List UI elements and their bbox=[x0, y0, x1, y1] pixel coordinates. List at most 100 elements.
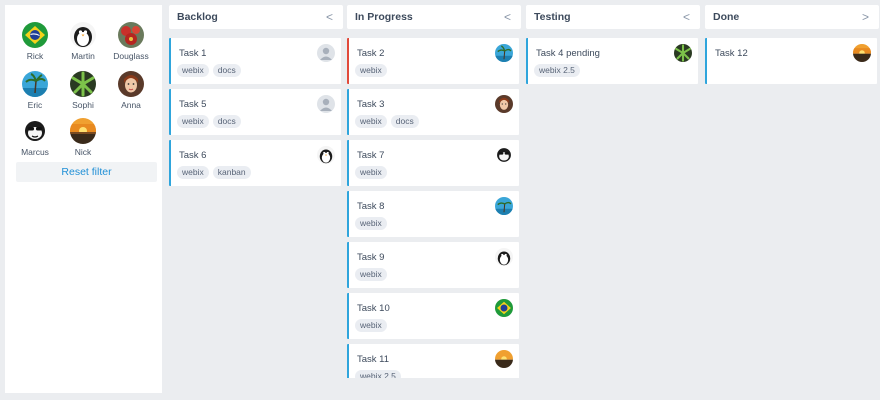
column-title: Backlog bbox=[177, 11, 218, 23]
column-title: In Progress bbox=[355, 11, 413, 23]
task-card[interactable]: Task 7 webix bbox=[347, 140, 519, 186]
user-name: Rick bbox=[26, 51, 44, 61]
task-title: Task 8 bbox=[357, 201, 385, 212]
user-nick[interactable]: Nick bbox=[57, 118, 109, 157]
user-filter-panel: Rick Martin Douglass Eric Sophi bbox=[5, 5, 162, 393]
task-title: Task 4 pending bbox=[536, 48, 600, 59]
column-testing: Testing < Task 4 pending webix 2.5 bbox=[526, 5, 700, 84]
penguin-avatar-icon bbox=[317, 146, 335, 164]
tag: webix 2.5 bbox=[534, 64, 580, 77]
tag: kanban bbox=[212, 166, 251, 179]
sunset-avatar-icon bbox=[853, 44, 871, 62]
user-martin[interactable]: Martin bbox=[57, 22, 109, 61]
palm-beach-avatar-icon bbox=[495, 197, 513, 215]
task-title: Task 7 bbox=[357, 150, 385, 161]
task-card[interactable]: Task 9 webix bbox=[347, 242, 519, 288]
column-header[interactable]: In Progress < bbox=[347, 5, 521, 29]
task-title: Task 10 bbox=[357, 303, 390, 314]
user-eric[interactable]: Eric bbox=[9, 71, 61, 110]
woman-portrait-avatar-icon bbox=[118, 71, 144, 97]
reset-filter-button[interactable]: Reset filter bbox=[16, 162, 157, 182]
tag-list: webix docs bbox=[177, 64, 241, 77]
task-card[interactable]: Task 5 webix docs bbox=[169, 89, 341, 135]
brazil-flag-avatar-icon bbox=[495, 299, 513, 317]
tag: docs bbox=[212, 64, 241, 77]
task-title: Task 9 bbox=[357, 252, 385, 263]
penguin-avatar-icon bbox=[495, 248, 513, 266]
task-title: Task 11 bbox=[357, 354, 390, 365]
task-card[interactable]: Task 11 webix 2.5 bbox=[347, 344, 519, 378]
column-body: Task 2 webix Task 3 webix docs Task 7 bbox=[347, 33, 521, 378]
column-header[interactable]: Backlog < bbox=[169, 5, 343, 29]
task-title: Task 6 bbox=[179, 150, 207, 161]
red-flowers-avatar-icon bbox=[118, 22, 144, 48]
column-header[interactable]: Done > bbox=[705, 5, 879, 29]
user-name: Marcus bbox=[21, 147, 49, 157]
tag-list: webix kanban bbox=[177, 166, 251, 179]
task-title: Task 2 bbox=[357, 48, 385, 59]
column-backlog: Backlog < Task 1 webix docs Task 5 webix… bbox=[169, 5, 343, 186]
user-name: Sophi bbox=[72, 100, 94, 110]
sunset-avatar-icon bbox=[70, 118, 96, 144]
user-anna[interactable]: Anna bbox=[105, 71, 157, 110]
user-name: Anna bbox=[121, 100, 141, 110]
tag: docs bbox=[212, 115, 241, 128]
tag-list: webix 2.5 bbox=[534, 64, 580, 77]
tag-list: webix bbox=[355, 64, 387, 77]
column-in-progress: In Progress < Task 2 webix Task 3 webix … bbox=[347, 5, 521, 378]
sunglasses-face-avatar-icon bbox=[495, 146, 513, 164]
column-title: Done bbox=[713, 11, 740, 23]
tag-list: webix docs bbox=[355, 115, 419, 128]
column-body: Task 4 pending webix 2.5 bbox=[526, 33, 700, 93]
tag: webix bbox=[177, 115, 209, 128]
tag-list: webix bbox=[355, 166, 387, 179]
column-header[interactable]: Testing < bbox=[526, 5, 700, 29]
task-card[interactable]: Task 12 bbox=[705, 38, 877, 84]
task-title: Task 3 bbox=[357, 99, 385, 110]
task-card[interactable]: Task 8 webix bbox=[347, 191, 519, 237]
tag: webix bbox=[177, 166, 209, 179]
user-name: Martin bbox=[71, 51, 95, 61]
penguin-avatar-icon bbox=[70, 22, 96, 48]
task-card[interactable]: Task 2 webix bbox=[347, 38, 519, 84]
chevron-left-icon[interactable]: < bbox=[682, 10, 690, 24]
green-leaf-avatar-icon bbox=[70, 71, 96, 97]
user-name: Douglass bbox=[113, 51, 149, 61]
user-name: Nick bbox=[74, 147, 92, 157]
tag: webix bbox=[355, 319, 387, 332]
tag-list: webix docs bbox=[177, 115, 241, 128]
woman-portrait-avatar-icon bbox=[495, 95, 513, 113]
tag-list: webix bbox=[355, 217, 387, 230]
user-name: Eric bbox=[27, 100, 43, 110]
task-card[interactable]: Task 10 webix bbox=[347, 293, 519, 339]
user-sophi[interactable]: Sophi bbox=[57, 71, 109, 110]
sunset-avatar-icon bbox=[495, 350, 513, 368]
tag: webix bbox=[177, 64, 209, 77]
task-title: Task 1 bbox=[179, 48, 207, 59]
palm-beach-avatar-icon bbox=[22, 71, 48, 97]
user-rick[interactable]: Rick bbox=[9, 22, 61, 61]
task-title: Task 5 bbox=[179, 99, 207, 110]
user-marcus[interactable]: Marcus bbox=[9, 118, 61, 157]
tag: webix bbox=[355, 217, 387, 230]
chevron-left-icon[interactable]: < bbox=[503, 10, 511, 24]
palm-beach-avatar-icon bbox=[495, 44, 513, 62]
tag-list: webix bbox=[355, 319, 387, 332]
tag: webix bbox=[355, 268, 387, 281]
task-card[interactable]: Task 6 webix kanban bbox=[169, 140, 341, 186]
brazil-flag-avatar-icon bbox=[22, 22, 48, 48]
task-title: Task 12 bbox=[715, 48, 748, 59]
chevron-right-icon[interactable]: > bbox=[861, 10, 869, 24]
tag: webix bbox=[355, 115, 387, 128]
column-body: Task 12 bbox=[705, 33, 879, 93]
tag: docs bbox=[390, 115, 419, 128]
task-card[interactable]: Task 3 webix docs bbox=[347, 89, 519, 135]
column-title: Testing bbox=[534, 11, 571, 23]
green-leaf-avatar-icon bbox=[674, 44, 692, 62]
placeholder-user-icon bbox=[317, 44, 335, 62]
tag: webix 2.5 bbox=[355, 370, 401, 378]
chevron-left-icon[interactable]: < bbox=[325, 10, 333, 24]
task-card[interactable]: Task 4 pending webix 2.5 bbox=[526, 38, 698, 84]
task-card[interactable]: Task 1 webix docs bbox=[169, 38, 341, 84]
user-douglass[interactable]: Douglass bbox=[105, 22, 157, 61]
